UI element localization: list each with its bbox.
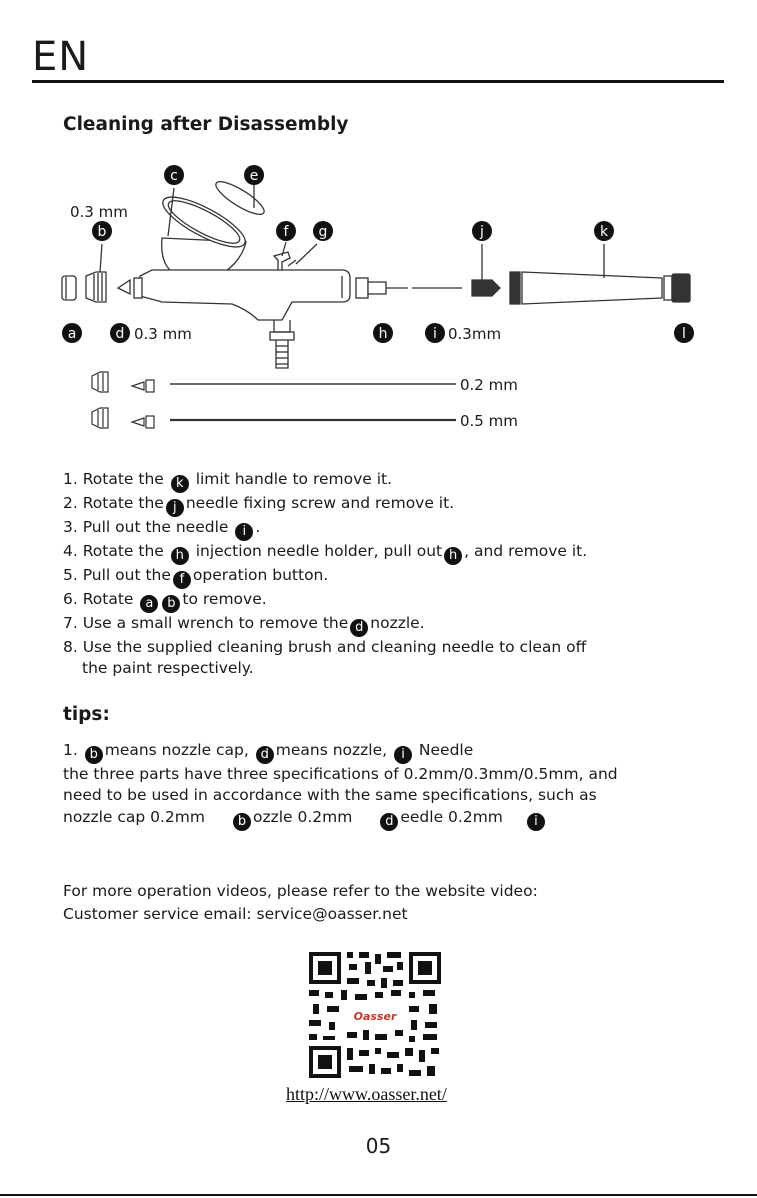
part-badge-c bbox=[164, 165, 184, 185]
tips-line-3: need to be used in accordance with the s… bbox=[63, 786, 597, 805]
part-badge-f bbox=[276, 221, 296, 241]
part-badge: b bbox=[84, 746, 103, 764]
language-code: EN bbox=[32, 34, 90, 80]
part-badge: b bbox=[232, 812, 251, 831]
tips-line-2: the three parts have three specification… bbox=[63, 765, 618, 783]
part-badge-a bbox=[62, 323, 82, 343]
part-badge: k bbox=[170, 475, 189, 493]
website-link[interactable]: http://www.oasser.net/ bbox=[286, 1084, 447, 1104]
part-letter-d: d bbox=[116, 326, 125, 342]
part-badge: j bbox=[165, 499, 184, 517]
needle-size-label: 0.3mm bbox=[448, 325, 501, 343]
part-badge-h bbox=[373, 323, 393, 343]
spare-set-2-size-label: 0.5 mm bbox=[460, 412, 518, 430]
part-badge: d bbox=[380, 812, 399, 831]
part-badge-e bbox=[244, 165, 264, 185]
part-badge: h bbox=[444, 547, 463, 565]
part-badge-l bbox=[674, 323, 694, 343]
part-letter-a: a bbox=[68, 326, 77, 342]
part-badges bbox=[62, 165, 694, 343]
part-letter-g: g bbox=[319, 224, 328, 240]
part-letter-k: k bbox=[600, 224, 609, 240]
part-badge: i bbox=[235, 523, 254, 541]
page-number: 05 bbox=[365, 1134, 392, 1158]
tips-title: tips: bbox=[63, 704, 110, 725]
part-badge: b bbox=[162, 595, 181, 613]
spare-set-1-size-label: 0.2 mm bbox=[460, 376, 518, 394]
part-letter-c: c bbox=[170, 168, 178, 184]
part-letter-j: j bbox=[479, 224, 484, 240]
contact-info: For more operation videos, please refer … bbox=[63, 880, 538, 926]
part-badge-i bbox=[425, 323, 445, 343]
video-info-text: For more operation videos, please refer … bbox=[63, 882, 538, 900]
qr-brand-logo: Oasser bbox=[354, 1010, 397, 1023]
part-badge-k bbox=[594, 221, 614, 241]
part-badge: i bbox=[394, 746, 412, 764]
airbrush-diagram: c e b f g j k a d h i l 0.3 mm 0.3 mm 0.… bbox=[61, 165, 694, 430]
part-badge: i bbox=[526, 812, 545, 831]
part-badge: d bbox=[255, 746, 274, 764]
part-badge-j bbox=[472, 221, 492, 241]
footer-rule bbox=[0, 1194, 757, 1196]
part-badge-g bbox=[313, 221, 333, 241]
nozzle-cap-size-label: 0.3 mm bbox=[70, 203, 128, 221]
step-3: 3. Pull out the needle i. bbox=[63, 518, 261, 541]
nozzle-size-label: 0.3 mm bbox=[134, 325, 192, 343]
support-email-text: Customer service email: service@oasser.n… bbox=[63, 905, 408, 923]
part-badge: h bbox=[170, 547, 189, 565]
section-title: Cleaning after Disassembly bbox=[63, 114, 349, 135]
part-badge: d bbox=[350, 619, 369, 637]
step-8-continued: the paint respectively. bbox=[82, 659, 254, 678]
part-badge: a bbox=[140, 595, 159, 613]
part-badge: f bbox=[172, 571, 191, 589]
part-badge-b bbox=[92, 221, 112, 241]
cleaning-steps: 1. Rotate the k limit handle to remove i… bbox=[63, 469, 723, 680]
header-rule bbox=[32, 80, 724, 83]
part-letter-l: l bbox=[682, 326, 686, 342]
qr-code: Oasser bbox=[305, 948, 445, 1082]
part-letter-f: f bbox=[284, 224, 290, 240]
part-letter-e: e bbox=[250, 168, 259, 184]
step-8: 8. Use the supplied cleaning brush and c… bbox=[63, 638, 587, 656]
part-badge-d bbox=[110, 323, 130, 343]
step-1: 1. Rotate the k limit handle to remove i… bbox=[63, 470, 393, 493]
part-letter-b: b bbox=[98, 224, 107, 240]
part-letter-h: h bbox=[379, 326, 388, 342]
part-letter-i: i bbox=[433, 326, 437, 342]
step-4: 4. Rotate the h injection needle holder,… bbox=[63, 542, 588, 565]
